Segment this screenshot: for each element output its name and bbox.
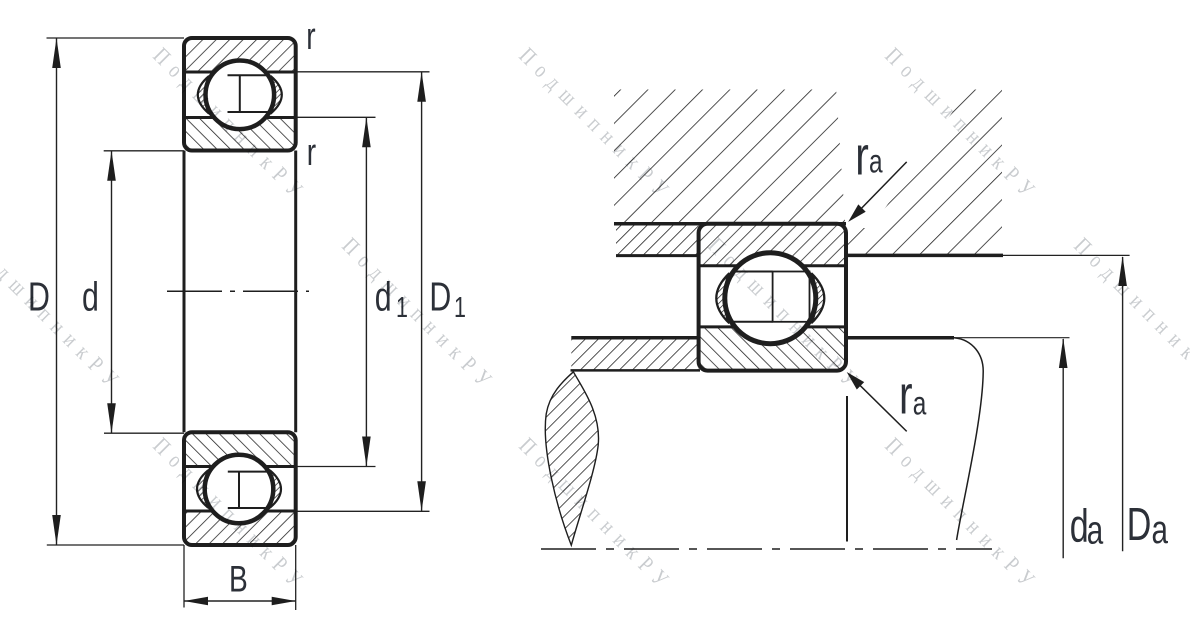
svg-text:d: d (375, 273, 392, 320)
svg-text:d: d (1070, 500, 1089, 552)
svg-text:r: r (307, 132, 316, 174)
svg-text:r: r (306, 16, 315, 58)
svg-text:d: d (82, 273, 99, 320)
svg-text:B: B (229, 558, 248, 600)
svg-text:r: r (855, 125, 869, 186)
svg-text:a: a (1087, 508, 1104, 552)
svg-text:D: D (1127, 498, 1152, 550)
svg-text:D: D (28, 273, 50, 320)
svg-text:a: a (1152, 508, 1169, 552)
svg-text:r: r (899, 364, 913, 425)
svg-text:a: a (869, 144, 883, 180)
svg-text:1: 1 (454, 292, 466, 324)
svg-text:1: 1 (396, 292, 408, 324)
svg-text:a: a (913, 386, 927, 422)
svg-text:D: D (429, 273, 451, 320)
